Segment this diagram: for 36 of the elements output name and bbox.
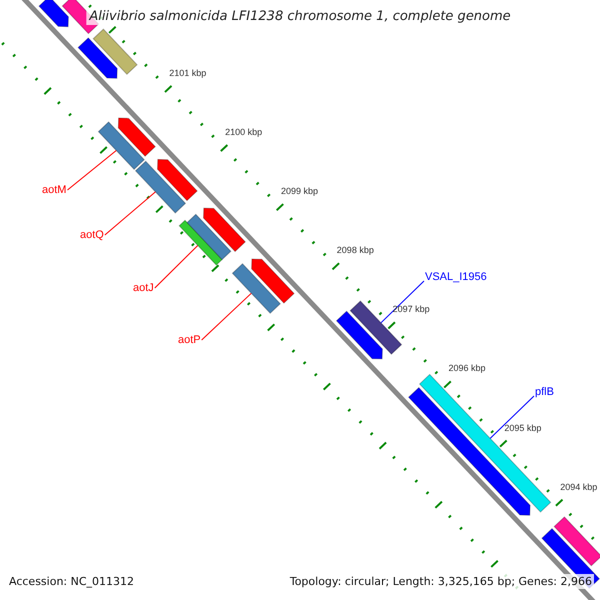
leader-line xyxy=(380,280,424,324)
genome-info-text: Topology: circular; Length: 3,325,165 bp; Genes: 2,966 xyxy=(288,574,594,589)
gene-bar xyxy=(38,0,69,28)
gene-bar xyxy=(157,158,198,202)
gene-label: pflB xyxy=(535,386,554,398)
gene-bar xyxy=(98,121,145,170)
scale-label: 2097 kbp xyxy=(392,304,430,314)
scale-label: 2100 kbp xyxy=(225,127,262,138)
scale-label: 2095 kbp xyxy=(504,422,542,433)
leader-line xyxy=(490,396,534,439)
gene-bar xyxy=(232,263,281,314)
gene-bar xyxy=(203,208,246,252)
gene-bar xyxy=(178,220,223,266)
leader-line xyxy=(154,244,198,288)
gene-bar xyxy=(92,28,138,75)
gene-bar xyxy=(77,37,118,79)
gene-bar xyxy=(251,258,295,304)
scale-label: 2094 kbp xyxy=(560,482,598,492)
leader-line xyxy=(66,150,117,190)
scale-label: 2096 kbp xyxy=(448,363,486,374)
gene-label: aotM xyxy=(42,184,66,196)
scale-label: 2099 kbp xyxy=(280,186,318,196)
gene-bar xyxy=(336,310,383,360)
gene-label: aotJ xyxy=(133,282,154,294)
gene-bar xyxy=(418,374,552,513)
gene-bar xyxy=(554,516,600,566)
gene-bar xyxy=(186,214,232,260)
gene-label: VSAL_I1956 xyxy=(425,271,487,283)
leader-line xyxy=(201,292,252,340)
gene-bar xyxy=(118,117,156,157)
gene-bar xyxy=(134,160,186,214)
scale-label: 2101 kbp xyxy=(169,68,206,78)
gene-label: aotQ xyxy=(80,229,104,241)
scale-label: 2098 kbp xyxy=(336,245,374,256)
leader-line xyxy=(104,191,156,236)
gene-label: aotP xyxy=(178,334,201,346)
